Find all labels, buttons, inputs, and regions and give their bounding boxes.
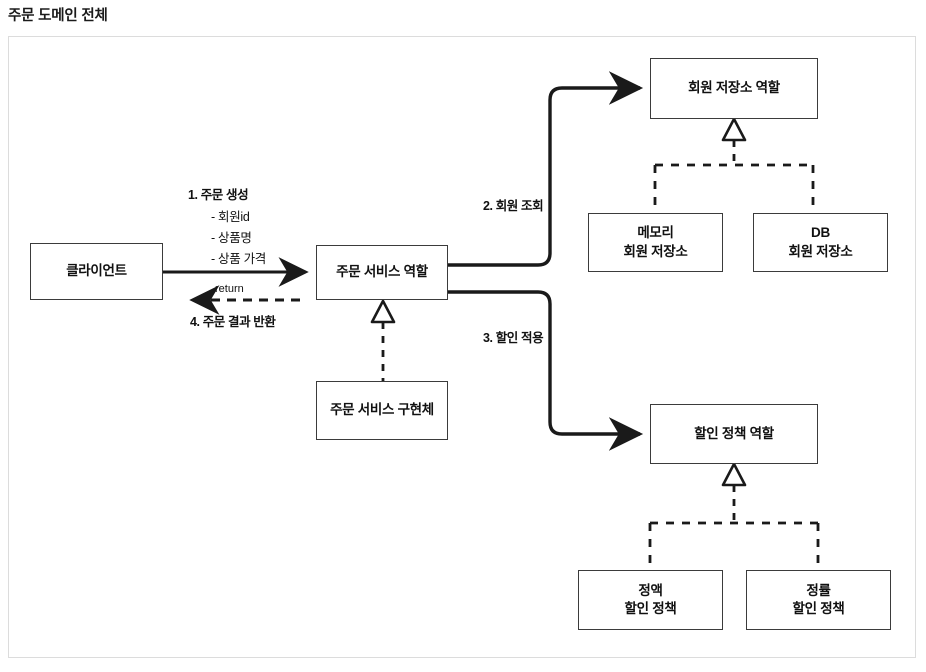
node-discount-policy-role[interactable]: 할인 정책 역할 — [650, 404, 818, 464]
edge-find-member — [448, 71, 644, 267]
edge-label-find-member: 2. 회원 조회 — [483, 199, 544, 213]
node-order-service-impl[interactable]: 주문 서비스 구현체 — [316, 381, 448, 440]
realization-order-service — [370, 299, 396, 381]
node-rate-discount-policy[interactable]: 정률 할인 정책 — [746, 570, 891, 630]
realization-member-repository — [653, 117, 815, 213]
diagram-frame — [8, 36, 916, 658]
node-order-service-role[interactable]: 주문 서비스 역할 — [316, 245, 448, 300]
edge-apply-discount — [448, 290, 644, 451]
edge-label-create-order: 1. 주문 생성 — [188, 188, 249, 202]
edge-param-item-price: - 상품 가격 — [211, 252, 267, 266]
edge-label-return-order: 4. 주문 결과 반환 — [190, 315, 276, 329]
page-title: 주문 도메인 전체 — [8, 8, 108, 24]
edge-param-member-id: - 회원id — [211, 210, 250, 224]
edge-sublabel-return: return — [215, 283, 244, 295]
edge-param-item-name: - 상품명 — [211, 231, 252, 245]
node-db-member-repository[interactable]: DB 회원 저장소 — [753, 213, 888, 272]
node-member-repository-role[interactable]: 회원 저장소 역할 — [650, 58, 818, 119]
node-client[interactable]: 클라이언트 — [30, 243, 163, 300]
realization-discount-policy — [648, 462, 820, 570]
node-memory-member-repository[interactable]: 메모리 회원 저장소 — [588, 213, 723, 272]
edge-label-apply-discount: 3. 할인 적용 — [483, 331, 544, 345]
node-fix-discount-policy[interactable]: 정액 할인 정책 — [578, 570, 723, 630]
